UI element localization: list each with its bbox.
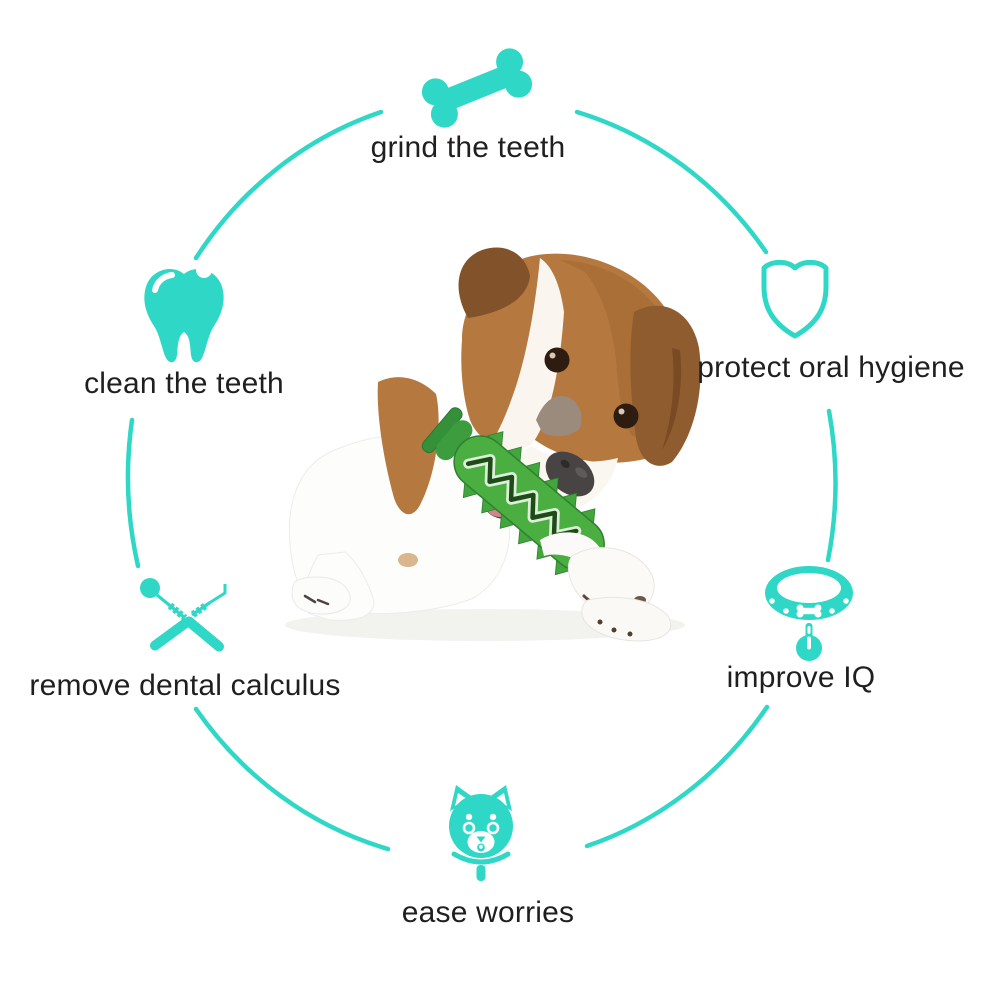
circle-arc-lower-left (193, 706, 391, 852)
dental-tools-icon (140, 578, 227, 652)
dog-face-icon (449, 785, 513, 881)
circle-arcs (125, 109, 838, 852)
product-photo-dog-with-chew-toy (285, 247, 701, 642)
benefit-label-remove-dental-calculus: remove dental calculus (29, 669, 341, 702)
dog-ear-right (630, 305, 701, 466)
dog-collar-icon (765, 566, 853, 661)
dog-eyes (544, 347, 639, 429)
circle-arc-upper-right (574, 109, 769, 255)
circle-arc-right (825, 408, 838, 563)
shield-icon (761, 259, 829, 339)
benefit-label-grind-the-teeth: grind the teeth (370, 131, 566, 164)
benefit-label-improve-iq: improve IQ (726, 661, 876, 694)
bone-icon (421, 48, 533, 128)
dog-paws (540, 532, 672, 642)
collar-bone-tag (796, 604, 822, 618)
circle-arc-upper-left (193, 109, 384, 261)
circle-arc-left (125, 417, 141, 569)
tooth-icon (144, 262, 224, 363)
benefit-label-clean-the-teeth: clean the teeth (84, 367, 284, 400)
dog-body (289, 377, 510, 621)
benefit-label-protect-oral-hygiene: protect oral hygiene (697, 351, 965, 384)
benefit-label-ease-worries: ease worries (401, 896, 575, 929)
dog-ear-left (458, 247, 530, 318)
circle-arc-lower-right (584, 704, 770, 849)
